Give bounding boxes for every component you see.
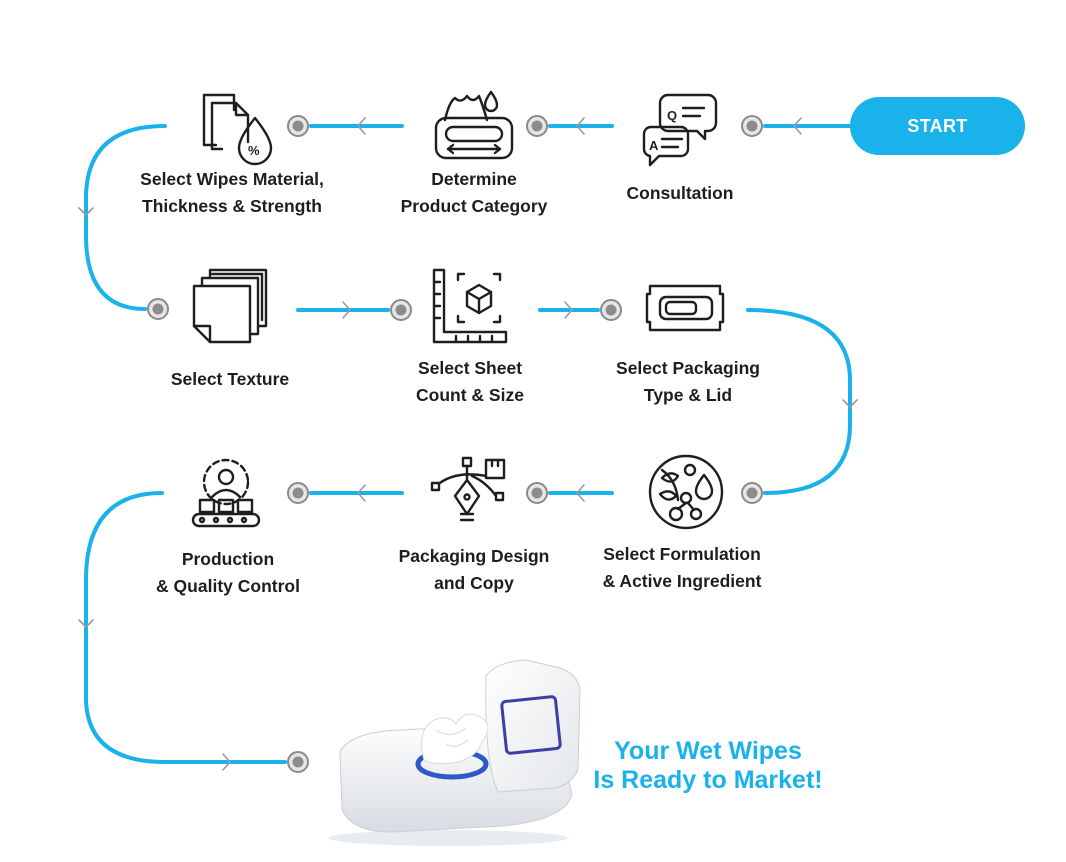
connector-production-final [84,491,287,764]
flow-nodes [147,115,763,773]
step-label-line: Packaging Design [398,546,550,566]
step-label-line: Count & Size [416,385,524,405]
connector-packaging-formulation [746,308,852,495]
step-label-line: Select Packaging [616,358,760,378]
formulation-leaves-icon [648,454,724,530]
connector-material-texture [84,124,167,311]
arrow-right [342,301,351,319]
ruler-cube-icon [432,268,508,344]
step-label-line: Production [181,549,275,569]
step-label-line: Thickness & Strength [142,196,322,216]
flow-node-core [152,303,164,315]
step-label-line: Select Formulation [603,544,761,564]
svg-text:Q: Q [667,108,677,123]
step-label-packaging-design: Packaging Design and Copy [399,543,550,597]
step-label-line: Consultation [626,183,734,203]
arrow-down [78,207,94,216]
step-label-line: Select Wipes Material, [140,169,324,189]
material-drop-percent-icon: % [202,93,273,166]
flow-node-core [746,120,758,132]
step-label-consultation: Consultation [627,180,734,207]
arrow-left [576,484,585,502]
step-label-line: & Quality Control [156,576,300,596]
step-label-production: Production & Quality Control [156,546,300,600]
arrow-right [222,753,231,771]
step-label-select-formulation: Select Formulation & Active Ingredient [603,541,762,595]
final-message-line-2: Is Ready to Market! [593,766,823,794]
arrow-down [78,619,94,628]
flow-node-core [746,487,758,499]
step-label-line: Type & Lid [643,385,733,405]
step-label-line: and Copy [434,573,514,593]
step-label-select-texture: Select Texture [171,366,289,393]
factory-worker-conveyor-icon [191,458,261,528]
flow-node-core [605,304,617,316]
texture-layers-icon [192,268,268,344]
start-button[interactable]: START [850,97,1025,155]
flow-node-core [531,487,543,499]
arrow-left [357,484,366,502]
flow-connectors [84,124,852,764]
step-label-select-material: Select Wipes Material, Thickness & Streng… [140,166,324,220]
arrow-left [357,117,366,135]
step-label-line: Select Texture [170,369,290,389]
flow-node-core [531,120,543,132]
step-label-line: & Active Ingredient [602,571,762,591]
flow-node-core [292,120,304,132]
wipes-pack-icon [434,90,514,160]
svg-text:A: A [649,138,659,153]
step-label-line: Product Category [400,196,548,216]
svg-text:%: % [248,143,260,158]
arrow-down [842,399,858,408]
wet-wipes-product-image [328,659,581,846]
final-message-line-1: Your Wet Wipes [614,737,802,765]
flow-node-core [395,304,407,316]
flow-arrows [78,117,858,771]
chat-bubbles-icon: Q A [642,93,718,167]
final-message: Your Wet Wipes Is Ready to Market! [593,737,822,795]
arrow-right [564,301,573,319]
pen-tool-design-icon [430,456,506,522]
flow-node-core [292,487,304,499]
packaging-lid-icon [645,284,725,332]
step-label-line: Select Sheet [417,358,523,378]
arrow-left [576,117,585,135]
step-label-line: Determine [431,169,517,189]
flow-node-core [292,756,304,768]
arrow-left [793,117,802,135]
